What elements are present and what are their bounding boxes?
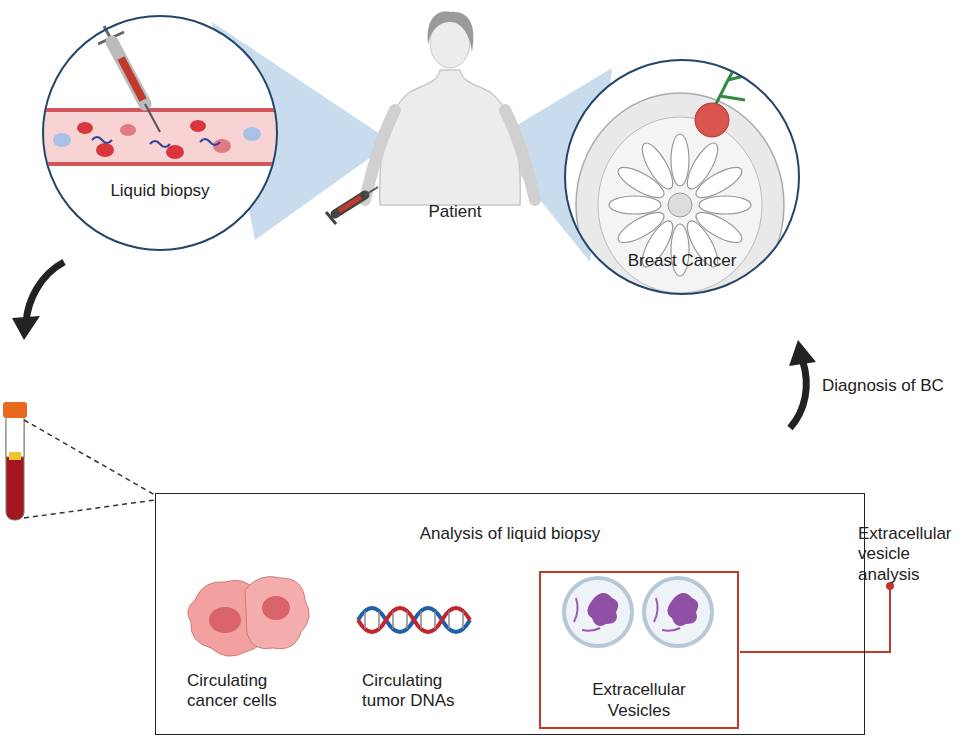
detail-circle: Liquid biopsy [42,15,278,251]
vesicles-icon [564,578,712,646]
flow-arrow [789,340,816,428]
callout-label: Extracellular vesicle analysis [858,524,976,585]
breast-illustration [576,30,784,317]
node-text: Liquid biopsy [110,181,209,201]
cancer-cells-icon [188,577,309,657]
flow-arrow [12,262,64,340]
blood-vessel [40,110,280,164]
syringe [326,187,378,224]
blood-tube [3,402,155,520]
figure-label: Patient [410,202,500,222]
node-text: Extracellular Vesicles [577,680,702,721]
node-text: Analysis of liquid biopsy [420,524,600,544]
patient-figure [365,12,535,205]
step-label: Diagnosis of BC [822,376,972,396]
detail-circle: Breast Cancer [564,59,800,295]
icon-label: Circulating tumor DNAs [362,671,477,712]
syringe [98,26,160,132]
leader-line [740,582,894,652]
highlight-box: Extracellular Vesicles [539,571,739,729]
dna-icon [358,608,470,632]
node-text: Breast Cancer [628,251,737,271]
icon-label: Circulating cancer cells [187,671,302,712]
